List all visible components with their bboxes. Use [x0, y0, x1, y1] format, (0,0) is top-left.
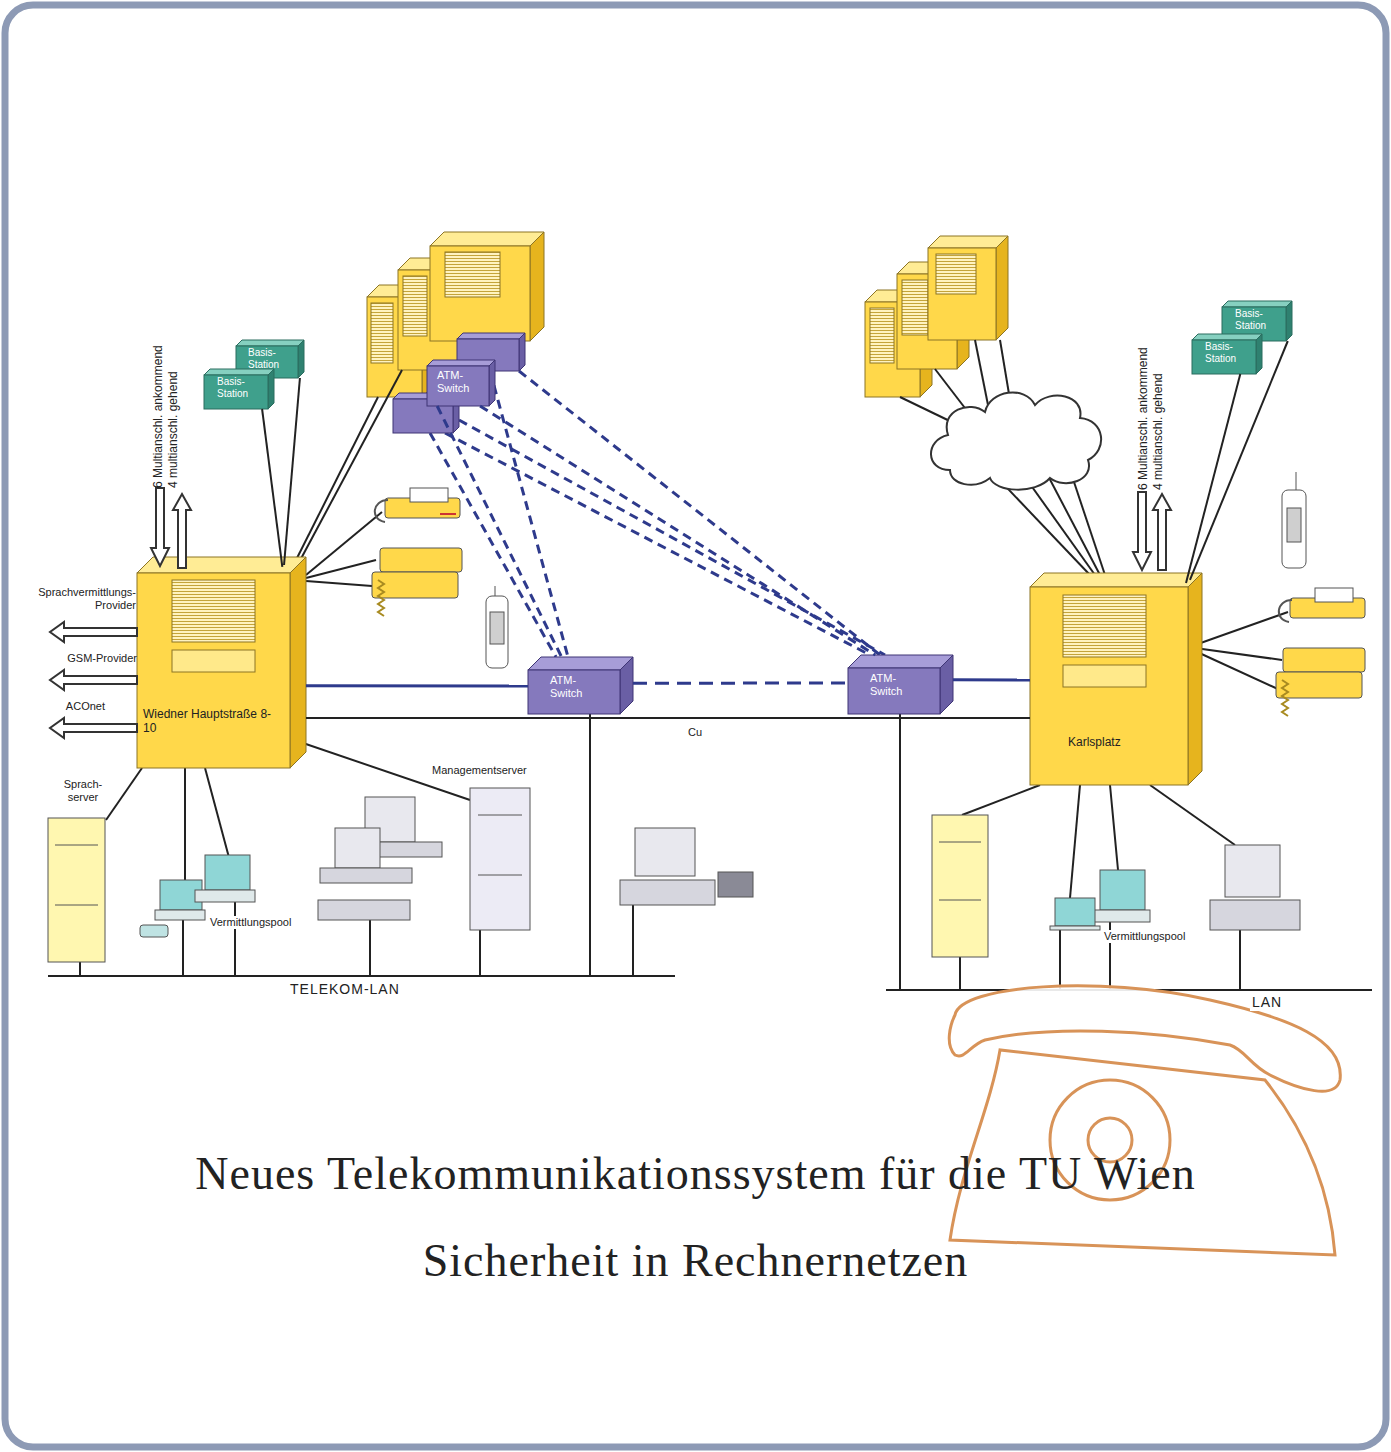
connector	[953, 678, 1030, 681]
node-label: Basis-Station	[1205, 341, 1245, 365]
node-label: ATM-Switch	[550, 674, 600, 700]
label: LAN	[1250, 994, 1284, 1011]
exchange-box: Karlsplatz	[1030, 573, 1202, 785]
connector	[1186, 374, 1240, 583]
label-box: Vermittlungspool	[208, 916, 293, 929]
node-label: Basis-Station	[217, 376, 257, 400]
label: GSM-Provider	[20, 652, 137, 665]
connector	[480, 406, 875, 655]
label-box: 6 Multianschl. ankommend	[152, 303, 165, 488]
caption-box: Sicherheit in Rechnernetzen	[0, 1233, 1391, 1288]
exchange-box: Wiedner Hauptstraße 8-10	[137, 557, 306, 768]
title: Neues Telekommunikationssystem für die T…	[0, 1146, 1391, 1201]
node-label: Karlsplatz	[1068, 735, 1178, 749]
node-label: ATM-Switch	[437, 369, 479, 395]
label: 6 Multianschl. ankommend	[1137, 305, 1150, 490]
connector	[262, 409, 282, 567]
label: 4 multianschl. gehend	[167, 303, 180, 488]
label-box: 4 multianschl. gehend	[167, 303, 180, 488]
label-box: GSM-Provider	[20, 652, 137, 665]
node-label: ATM-Switch	[870, 672, 920, 698]
label: ACOnet	[20, 700, 105, 713]
atm-switch: ATM-Switch	[528, 657, 633, 714]
edge-label-box: Cu	[688, 726, 702, 739]
connector	[306, 717, 1030, 719]
label-box: Sprach-server	[60, 778, 106, 804]
title-box: Neues Telekommunikationssystem für die T…	[0, 1146, 1391, 1201]
label-box: ACOnet	[20, 700, 105, 713]
label-box: 4 multianschl. gehend	[1152, 305, 1165, 490]
atm-switch: ATM-Switch	[848, 655, 953, 714]
base-station: Basis-Station	[1222, 301, 1292, 341]
base-station: Basis-Station	[236, 340, 304, 378]
base-station: Basis-Station	[1192, 334, 1262, 374]
label-box: Sprachvermittlungs-Provider	[8, 586, 136, 612]
node-label: Basis-Station	[248, 347, 288, 371]
label: Vermittlungspool	[208, 916, 293, 929]
base-station: Basis-Station	[204, 369, 274, 409]
label-box: TELEKOM-LAN	[290, 981, 400, 998]
label-box: LAN	[1250, 994, 1284, 1011]
connector	[633, 682, 848, 685]
label: 6 Multianschl. ankommend	[152, 303, 165, 488]
connector	[437, 406, 561, 657]
edge-label: Cu	[688, 726, 702, 739]
label: TELEKOM-LAN	[290, 981, 400, 998]
connector	[284, 378, 300, 565]
connector	[306, 684, 528, 687]
label: Sprachvermittlungs-Provider	[8, 586, 136, 612]
caption: Sicherheit in Rechnernetzen	[0, 1233, 1391, 1288]
label-box: Managementserver	[432, 764, 527, 777]
label: Vermittlungspool	[1102, 930, 1187, 943]
node-label: Wiedner Hauptstraße 8-10	[143, 707, 283, 736]
label: 4 multianschl. gehend	[1152, 305, 1165, 490]
node-label: Basis-Station	[1235, 308, 1275, 332]
label-box: 6 Multianschl. ankommend	[1137, 305, 1150, 490]
label-box: Vermittlungspool	[1102, 930, 1187, 943]
label: Managementserver	[432, 764, 527, 777]
label: Sprach-server	[60, 778, 106, 804]
atm-switch: ATM-Switch	[427, 360, 495, 406]
